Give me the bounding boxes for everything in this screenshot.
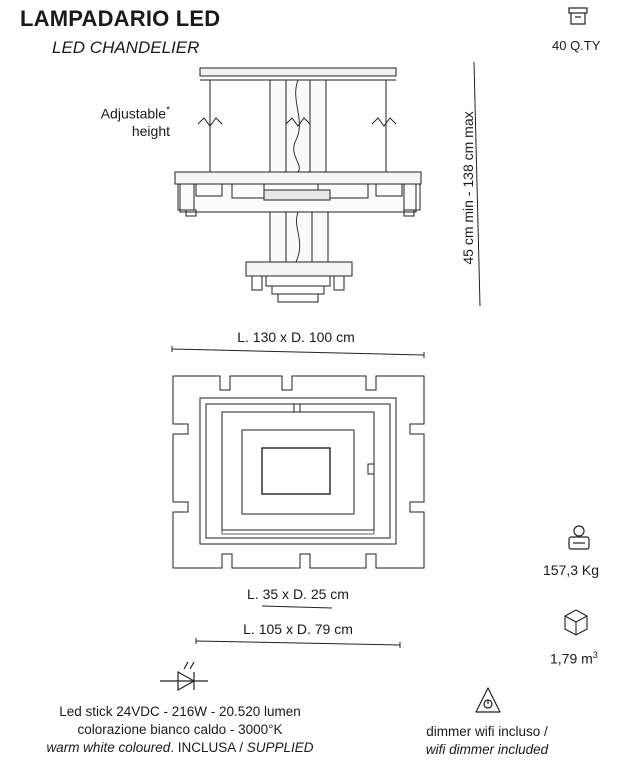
led-diode-icon [160, 661, 208, 692]
led-line1: Led stick 24VDC - 216W - 20.520 lumen [59, 704, 301, 719]
weight-value: 157,3 Kg [543, 562, 600, 578]
small-inner-dimension: L. 35 x D. 25 cm [247, 586, 349, 602]
cube-icon [564, 609, 588, 636]
led-line2: colorazione bianco caldo - 3000°K [77, 722, 283, 737]
led-spec: Led stick 24VDC - 216W - 20.520 lumen co… [20, 703, 340, 757]
quantity-label: 40 Q.TY [552, 38, 601, 53]
dimmer-line2: wifi dimmer included [425, 742, 549, 757]
volume-value: 1,79 m3 [550, 650, 598, 667]
led-line3: warm white coloured. INCLUSA / SUPPLIED [20, 739, 340, 757]
volume-number: 1,79 m [550, 650, 593, 667]
led-line3-italic: warm white coloured [46, 740, 171, 755]
adjustable-star: * [166, 105, 170, 116]
overall-dimension: L. 130 x D. 100 cm [237, 329, 355, 345]
adjustable-line1: Adjustable [100, 105, 167, 122]
adjustable-height-note: Adjustable* height [70, 102, 170, 140]
plan-view [171, 346, 425, 648]
large-inner-dimension: L. 105 x D. 79 cm [243, 621, 353, 637]
page-subtitle: LED CHANDELIER [52, 38, 200, 57]
dimmer-line1: dimmer wifi incluso / [426, 724, 548, 739]
elevation-view [174, 61, 481, 307]
height-range-dimension: 45 cm min - 138 cm max [460, 111, 476, 265]
led-line3-mid: . INCLUSA / [170, 740, 247, 755]
dimmer-spec: dimmer wifi incluso / wifi dimmer includ… [402, 723, 572, 759]
adjustable-line2: height [131, 122, 170, 139]
box-icon [568, 7, 588, 25]
led-line3-italic2: SUPPLIED [246, 740, 314, 755]
weight-icon [568, 525, 590, 550]
dimmer-icon [475, 687, 501, 713]
volume-exponent: 3 [592, 650, 598, 660]
page-title: LAMPADARIO LED [20, 6, 221, 31]
